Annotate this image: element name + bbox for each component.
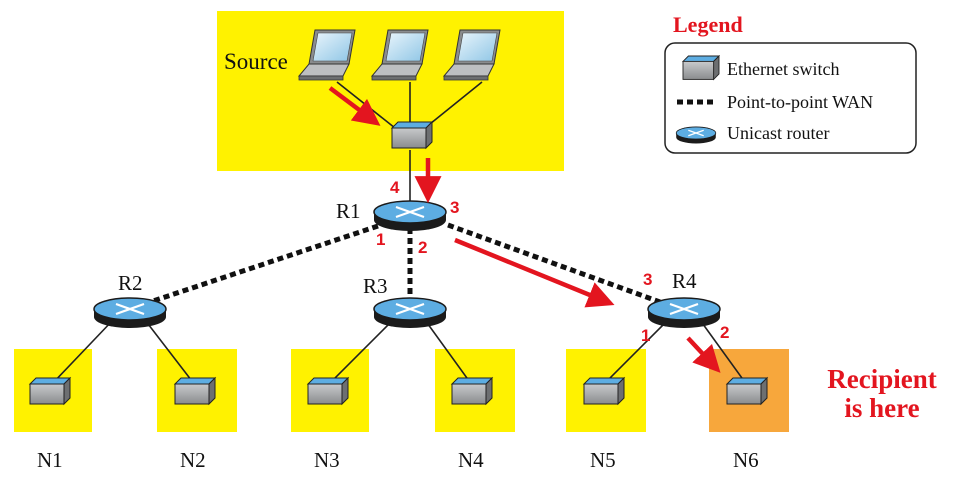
ethernet-switch-icon [682,55,720,80]
router-r1-icon [372,199,448,233]
legend-item-router-label: Unicast router [727,123,829,143]
legend-item-switch-label: Ethernet switch [727,59,839,79]
source-label: Source [224,49,288,74]
forwarding-path [328,86,721,373]
network-n3-label: N3 [314,448,340,472]
network-n4-label: N4 [458,448,484,472]
switch-n1-icon [29,377,71,405]
r4-port-1: 1 [641,326,650,345]
router-r2-label: R2 [118,271,143,295]
switch-n5-icon [583,377,625,405]
network-n2-label: N2 [180,448,206,472]
r4-port-2: 2 [720,323,729,342]
r4-port-3: 3 [643,270,652,289]
unicast-router-icon [675,126,717,145]
legend-title: Legend [673,12,743,37]
router-r3-label: R3 [363,274,388,298]
r1-port-3: 3 [450,198,459,217]
recipient-note-line1: Recipient [827,364,936,394]
switch-n2-icon [174,377,216,405]
router-r4-label: R4 [672,269,697,293]
router-r2-icon [92,296,168,330]
wan-links [149,222,661,305]
path-arrow-r4-to-n6 [686,336,721,373]
legend: Legend Ethernet switch Point-to-point WA… [664,12,917,154]
recipient-note-line2: is here [844,393,919,423]
path-arrow-laptop-to-switch [328,86,381,126]
r1-port-1: 1 [376,230,385,249]
router-r4-icon [646,296,722,330]
source-switch-icon [391,121,433,149]
r1-port-4: 4 [390,178,400,197]
router-r3-icon [372,296,448,330]
legend-box [664,42,917,154]
network-n6-label: N6 [733,448,759,472]
lan-links [50,81,748,386]
network-n1-label: N1 [37,448,63,472]
switch-n4-icon [451,377,493,405]
network-n5-label: N5 [590,448,616,472]
r1-port-2: 2 [418,238,427,257]
legend-item-wan-label: Point-to-point WAN [727,92,873,112]
router-r1-label: R1 [336,199,361,223]
switch-n6-icon [726,377,768,405]
switch-n3-icon [307,377,349,405]
path-arrow-r1-to-r4 [454,237,615,308]
